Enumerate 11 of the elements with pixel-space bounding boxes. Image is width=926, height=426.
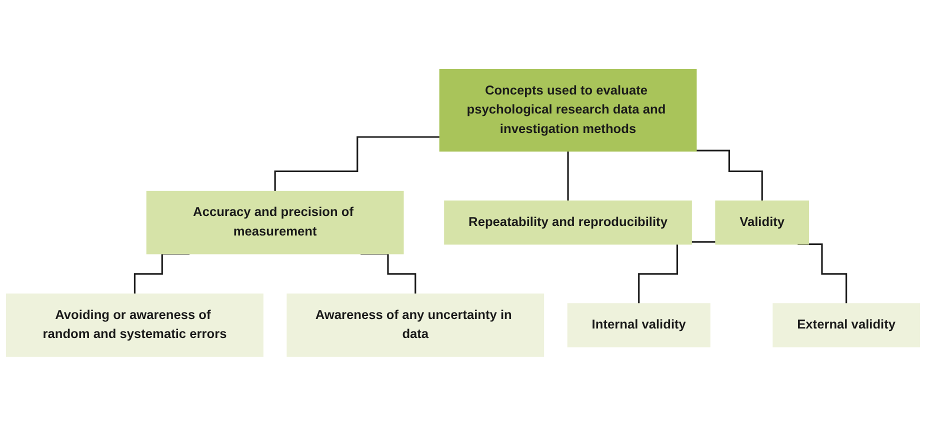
connector bbox=[567, 150, 569, 202]
node-box: Repeatability and reproducibility bbox=[444, 200, 692, 245]
node-box: Awareness of any uncertainty in data bbox=[286, 294, 544, 357]
node-box: External validity bbox=[772, 303, 920, 348]
node-box: Accuracy and precision of measurement bbox=[146, 190, 404, 254]
node-box: Concepts used to evaluate psychological research data and investigation methods bbox=[439, 69, 697, 152]
node-box: Avoiding or awareness of random and systematic errors bbox=[6, 294, 264, 357]
node-box: Validity bbox=[715, 200, 810, 245]
connector bbox=[274, 136, 440, 192]
node-box: Internal validity bbox=[567, 303, 710, 348]
connector bbox=[696, 150, 763, 202]
